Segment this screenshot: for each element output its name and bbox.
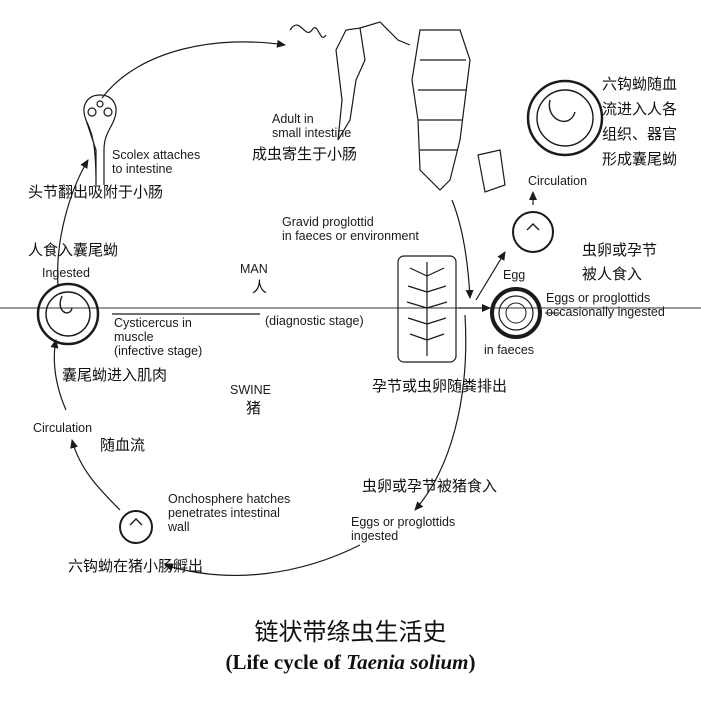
egg-ingested-icon: [512, 211, 554, 253]
cysticercus-icon: [36, 282, 100, 346]
circulation-left-label: Circulation: [33, 421, 93, 435]
scolex-cn-label: 头节翻出吸附于小肠: [28, 183, 164, 201]
arrow-scolex-to-adult: [101, 39, 286, 99]
circulation-right-label: Circulation: [528, 174, 588, 188]
gravid-proglottid-icon: [397, 255, 457, 363]
gravid-label: Gravid proglottid in faeces or environme…: [282, 215, 419, 243]
arrow-cyst-to-scolex: [57, 159, 89, 286]
title-en-species: Taenia solium: [346, 650, 469, 674]
onchosphere-icon: [119, 510, 153, 544]
in-faeces-label: in faeces: [484, 343, 535, 357]
eggs-ingested-label: Eggs or proglottids ingested: [351, 515, 456, 543]
swine-label: SWINE: [230, 383, 271, 397]
blood-cn-label: 随血流: [100, 436, 146, 454]
pig-eat-cn-label: 虫卵或孕节被猪食入: [362, 477, 498, 495]
cyst-label: Cysticercus in muscle (infective stage): [114, 316, 203, 358]
arrow-egg-to-eaten: [475, 251, 506, 301]
eggs-occ-label: Eggs or proglottids occasionally ingeste…: [546, 291, 665, 319]
arrow-swine-egg-to-onco: [164, 544, 361, 576]
man-cn-label: 人: [252, 278, 268, 296]
onco-cn-label: 六钩蚴在猪小肠孵出: [68, 557, 204, 575]
cyst-cn-label: 囊尾蚴进入肌肉: [62, 366, 168, 384]
adult-label: Adult in small intestine: [272, 112, 352, 140]
scolex-label: Scolex attaches to intestine: [112, 148, 201, 176]
title-cn: 链状带绦虫生活史: [254, 618, 447, 646]
diagnostic-label: (diagnostic stage): [265, 314, 364, 328]
six-hook-cn-label: 六钩蚴随血 流进入人各 组织、器官 形成囊尾蚴: [602, 75, 678, 168]
adult-cn-label: 成虫寄生于小肠: [252, 145, 358, 163]
arrow-adult-to-gravid: [451, 199, 474, 299]
adult-worm-icon: [289, 21, 506, 193]
arrow-gravid-to-swine: [414, 314, 467, 511]
arrow-onco-to-circulation: [70, 439, 121, 511]
egg-in-faeces-icon: [490, 287, 542, 339]
human-cyst-icon: [526, 79, 604, 157]
egg-eaten-cn-label: 虫卵或孕节 被人食入: [582, 241, 658, 283]
scolex-icon: [83, 94, 117, 186]
ingested-label: Ingested: [42, 266, 90, 280]
gravid-cn-label: 孕节或虫卵随粪排出: [372, 377, 508, 395]
man-label: MAN: [240, 262, 268, 276]
title-en: (Life cycle of Taenia solium): [0, 650, 701, 675]
arrow-circulation-to-cyst: [50, 339, 67, 411]
title-en-prefix: (Life cycle of: [225, 650, 347, 674]
human-eat-cn-label: 人食入囊尾蚴: [28, 241, 119, 259]
onco-label: Onchosphere hatches penetrates intestina…: [168, 492, 291, 534]
egg-label: Egg: [503, 268, 526, 282]
title-en-suffix: ): [468, 650, 476, 674]
swine-cn-label: 猪: [246, 399, 262, 417]
